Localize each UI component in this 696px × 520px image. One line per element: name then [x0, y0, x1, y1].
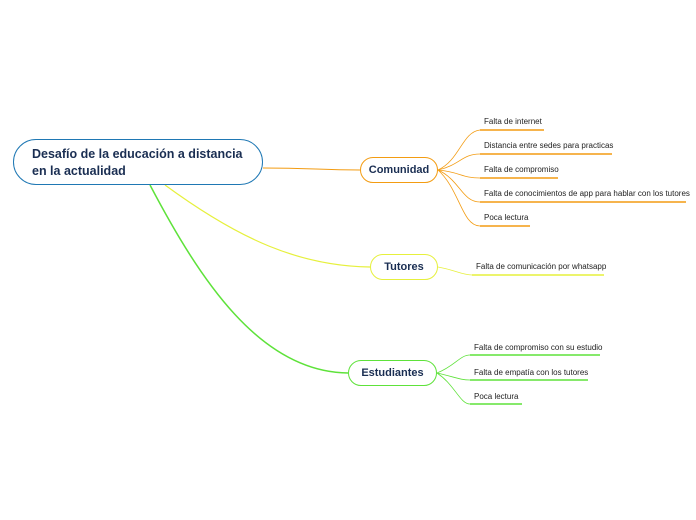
connector-estudiantes-leaf-2	[436, 372, 471, 381]
branch-tutores-node[interactable]: Tutores	[370, 254, 438, 280]
connector-estudiantes-leaf-1	[436, 354, 471, 374]
connector-tutores-leaf-1	[437, 266, 473, 276]
connector-comunidad-leaf-5	[437, 169, 481, 227]
connector-estudiantes-leaf-3	[436, 372, 471, 405]
connector-comunidad-leaf-1	[437, 129, 481, 171]
leaf-tutores-1[interactable]: Falta de comunicación por whatsapp	[476, 262, 607, 271]
branch-estudiantes-label: Estudiantes	[361, 367, 424, 379]
branch-comunidad-node[interactable]: Comunidad	[360, 157, 438, 183]
connector-comunidad-leaf-4	[437, 169, 481, 203]
leaf-comunidad-1[interactable]: Falta de internet	[484, 117, 542, 126]
central-topic-label: Desafío de la educación a distancia en l…	[32, 147, 243, 178]
branch-estudiantes-node[interactable]: Estudiantes	[348, 360, 437, 386]
leaf-comunidad-4[interactable]: Falta de conocimientos de app para habla…	[484, 189, 690, 198]
leaf-estudiantes-1[interactable]: Falta de compromiso con su estudio	[474, 343, 603, 352]
leaf-estudiantes-2[interactable]: Falta de empatía con los tutores	[474, 368, 589, 377]
branch-tutores-label: Tutores	[384, 261, 424, 273]
leaf-comunidad-5[interactable]: Poca lectura	[484, 213, 529, 222]
connector-central-estudiantes	[149, 184, 349, 374]
connector-central-comunidad	[262, 167, 361, 171]
central-topic-node[interactable]: Desafío de la educación a distancia en l…	[13, 139, 263, 185]
leaf-comunidad-2[interactable]: Distancia entre sedes para practicas	[484, 141, 614, 150]
leaf-estudiantes-3[interactable]: Poca lectura	[474, 392, 519, 401]
leaf-comunidad-3[interactable]: Falta de compromiso	[484, 165, 559, 174]
branch-comunidad-label: Comunidad	[368, 164, 430, 176]
connector-comunidad-leaf-2	[437, 153, 481, 171]
connector-central-tutores	[164, 184, 371, 268]
connector-comunidad-leaf-3	[437, 169, 481, 179]
